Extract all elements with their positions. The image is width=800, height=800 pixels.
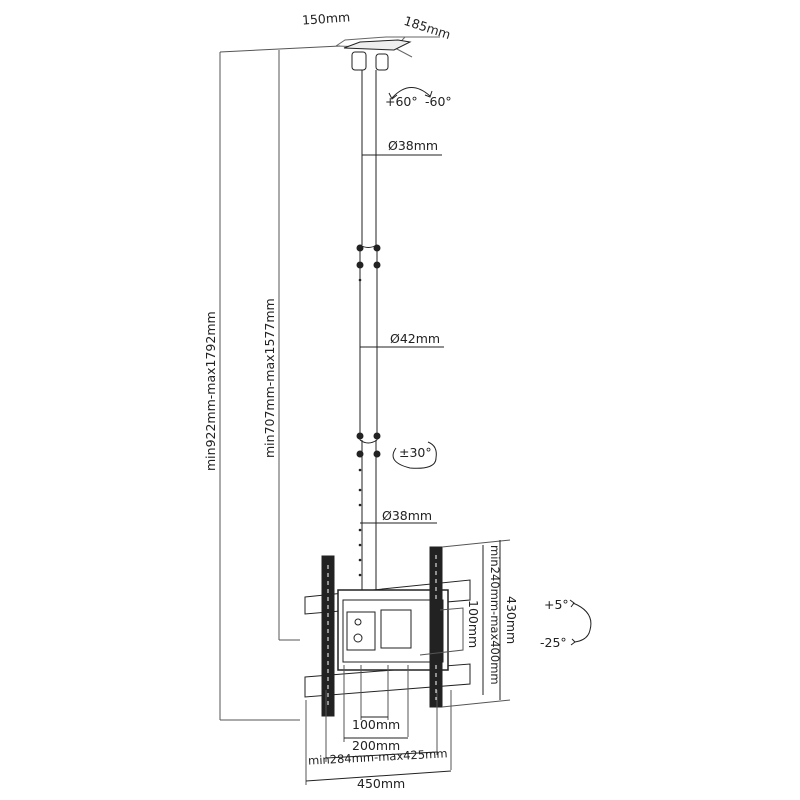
plate-width-label: 450mm xyxy=(357,776,406,791)
vesa-100-label: 100mm xyxy=(352,717,401,732)
vesa-200-label: 200mm xyxy=(352,738,401,753)
pole-height-label: min707mm-max1577mm xyxy=(262,298,277,458)
top-plate-width-label: 150mm xyxy=(301,9,351,28)
rotation-label: ±30° xyxy=(399,445,432,460)
vesa-vertical-label: 100mm xyxy=(466,600,481,649)
plate-height-label: 430mm xyxy=(504,596,519,645)
swivel-minus-label: -60° xyxy=(425,94,452,109)
rail-range-label: min240mm-max400mm xyxy=(488,545,502,685)
tilt-down-label: -25° xyxy=(540,635,567,650)
pole-middle-diameter-label: Ø42mm xyxy=(390,331,441,346)
tilt-up-label: +5° xyxy=(544,597,569,612)
swivel-plus-label: +60° xyxy=(385,94,418,109)
pole-bottom-diameter-label: Ø38mm xyxy=(382,508,433,523)
overall-height-label: min922mm-max1792mm xyxy=(203,311,218,471)
pole-top-diameter-label: Ø38mm xyxy=(388,138,439,153)
